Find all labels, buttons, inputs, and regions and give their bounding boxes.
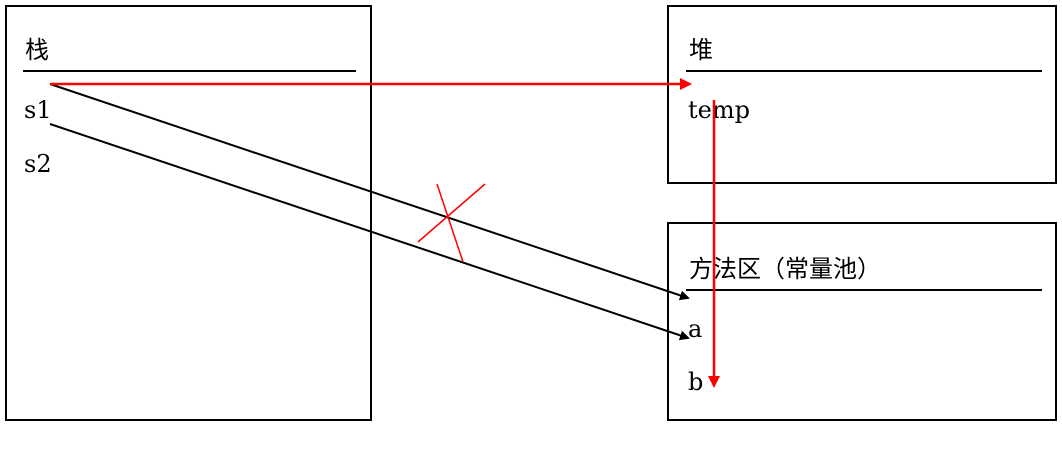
heap-title: 堆 bbox=[689, 36, 713, 64]
method-area-box bbox=[667, 222, 1057, 421]
heap-title-underline bbox=[686, 70, 1042, 72]
method-area-item-b: b bbox=[688, 368, 704, 396]
stack-box bbox=[5, 5, 372, 421]
stack-var-s1: s1 bbox=[24, 96, 52, 124]
method-area-item-a: a bbox=[688, 315, 703, 343]
method-area-title-underline bbox=[686, 289, 1042, 291]
heap-item-temp: temp bbox=[688, 96, 750, 124]
cross-out-mark bbox=[417, 183, 486, 263]
method-area-title: 方法区（常量池） bbox=[689, 255, 881, 283]
stack-title: 栈 bbox=[25, 36, 49, 64]
stack-title-underline bbox=[23, 70, 356, 72]
heap-box bbox=[667, 5, 1057, 184]
stack-var-s2: s2 bbox=[24, 150, 52, 178]
